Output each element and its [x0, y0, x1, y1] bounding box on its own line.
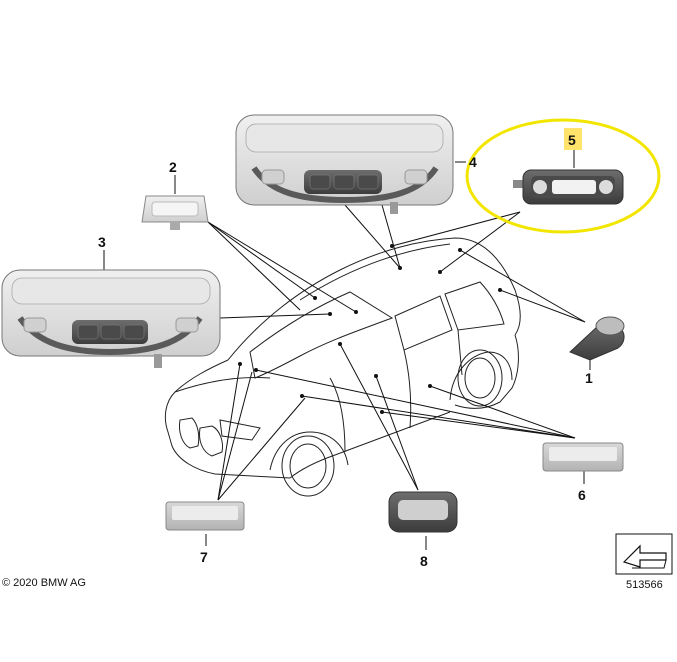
part-3-overhead-console	[1, 269, 221, 368]
part-labels: 2 3 4 5 1 6 7 8	[98, 128, 593, 569]
part-2-reading-light	[141, 195, 209, 230]
part-label-2: 2	[169, 159, 177, 175]
part-label-5: 5	[568, 132, 576, 148]
copyright-text: © 2020 BMW AG	[2, 577, 86, 589]
part-label-1: 1	[585, 370, 593, 386]
part-5-switch-unit	[465, 118, 661, 234]
navigation-arrow-icon	[615, 533, 673, 575]
car-outline	[164, 237, 521, 497]
part-label-7: 7	[200, 549, 208, 565]
part-label-6: 6	[578, 487, 586, 503]
part-label-5-highlight	[564, 128, 582, 150]
part-4-overhead-console	[235, 114, 454, 214]
part-8-door-light	[388, 491, 458, 533]
leader-dots	[238, 244, 502, 414]
part-7-light	[165, 501, 245, 531]
part-label-4: 4	[469, 154, 477, 170]
part-label-3: 3	[98, 234, 106, 250]
part-label-8: 8	[420, 553, 428, 569]
part-1-socket	[569, 316, 625, 361]
part-6-light	[542, 442, 624, 472]
diagram-number: 513566	[626, 579, 663, 591]
